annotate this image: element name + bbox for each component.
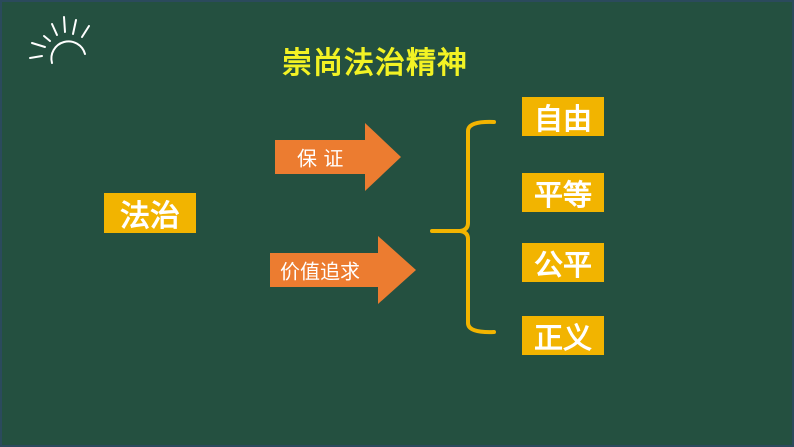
value-box-fairness: 公平 xyxy=(522,243,604,282)
slide-title: 崇尚法治精神 xyxy=(282,46,468,81)
value-box-equality: 平等 xyxy=(522,173,604,212)
value-box-justice: 正义 xyxy=(522,316,604,355)
arrow-label: 价值追求 xyxy=(280,259,360,284)
sun-icon xyxy=(29,16,90,64)
arrow-value-pursuit: 价值追求 xyxy=(270,236,416,304)
arrow-guarantee: 保 证 xyxy=(275,123,401,191)
arrow-label: 保 证 xyxy=(297,146,344,171)
value-box-freedom: 自由 xyxy=(522,97,604,136)
source-box: 法治 xyxy=(104,193,196,234)
brace-icon xyxy=(430,119,496,335)
